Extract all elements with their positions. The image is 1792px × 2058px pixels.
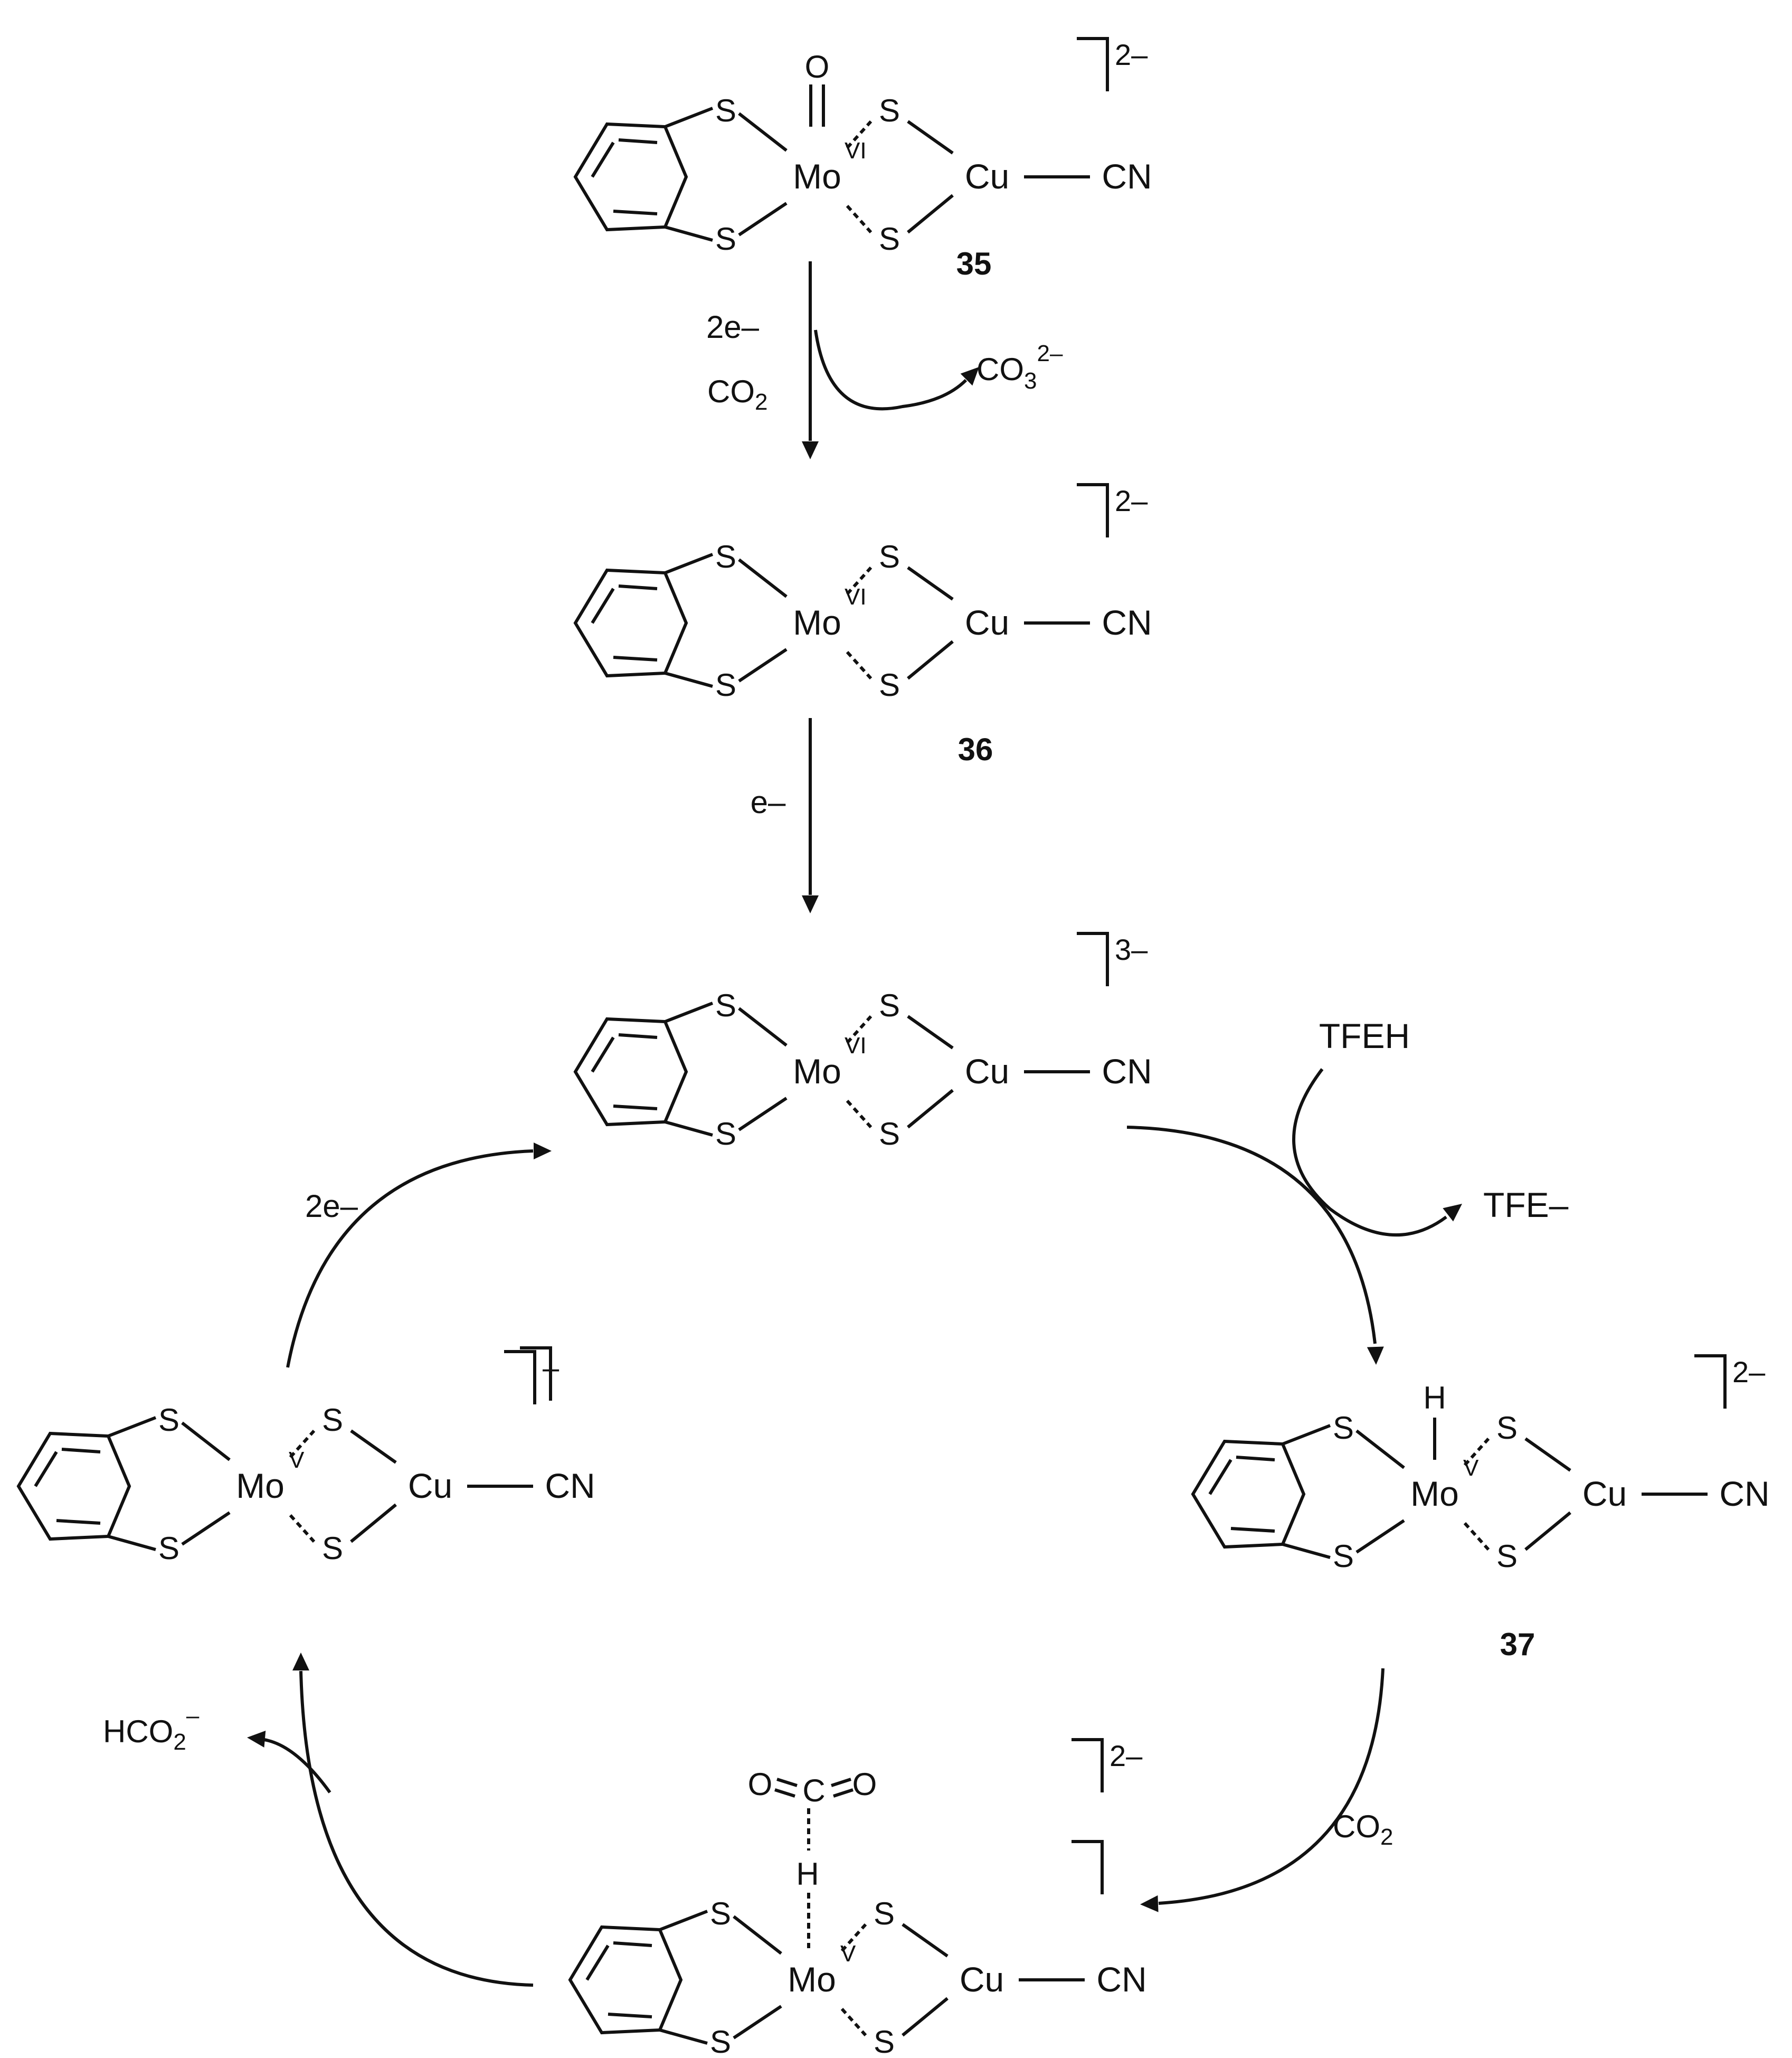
cyanide-ligand: CN xyxy=(1102,603,1152,642)
bridging-sulfur: S xyxy=(879,539,900,574)
cyanide-ligand: CN xyxy=(1096,1960,1146,1999)
copper-atom: Cu xyxy=(965,157,1009,196)
compound-35: S S Mo VI S S Cu CN O 2– xyxy=(575,38,1152,257)
molybdenum-atom: Mo xyxy=(793,157,841,196)
cycle-arrow-to-bottom xyxy=(1158,1668,1385,1905)
cyanide-ligand: CN xyxy=(1102,157,1152,196)
sulfur-atom: S xyxy=(710,1896,731,1931)
bridging-sulfur: S xyxy=(879,93,900,128)
sulfur-atom: S xyxy=(1333,1410,1354,1446)
molybdenum-atom: Mo xyxy=(793,603,841,642)
reagent-co2: CO2 xyxy=(707,374,767,415)
charge-label: 3– xyxy=(1115,933,1148,966)
bridging-sulfur: S xyxy=(879,221,900,257)
compound-monoanion: S S Mo V S S Cu CN xyxy=(18,1348,595,1566)
sulfur-atom: S xyxy=(715,667,736,703)
bridging-sulfur: S xyxy=(879,667,900,703)
sulfur-atom: S xyxy=(715,539,736,574)
compound-37: S S Mo V S S Cu CN H 2– xyxy=(1193,1355,1770,1574)
electron-label: e– xyxy=(751,785,786,820)
co2-oxygen-left: O xyxy=(748,1767,773,1802)
oxidation-state: VI xyxy=(845,584,867,610)
formate-byproduct: HCO2– xyxy=(103,1703,200,1755)
compound-number-36: 36 xyxy=(958,732,993,767)
curved-byproduct-arrow xyxy=(814,329,968,411)
charge-label: 2– xyxy=(1115,38,1148,71)
co-double-bond xyxy=(831,1778,851,1787)
cycle-arrowhead xyxy=(1367,1346,1385,1365)
cycle-arrow-to-top xyxy=(286,1149,534,1368)
bridging-sulfur: S xyxy=(322,1531,343,1566)
bridging-sulfur: S xyxy=(1496,1538,1518,1574)
molybdenum-atom: Mo xyxy=(788,1960,836,1999)
sulfur-atom: S xyxy=(1333,1538,1354,1574)
tfeh-reagent: TFEH xyxy=(1319,1016,1410,1055)
co2-carbon: C xyxy=(802,1773,825,1808)
co2-oxygen-right: O xyxy=(852,1767,877,1802)
molybdenum-atom: Mo xyxy=(793,1052,841,1091)
cycle-arrowhead xyxy=(292,1653,309,1670)
charge-bracket xyxy=(504,1350,536,1404)
cycle-electrons-label: 2e– xyxy=(305,1188,358,1224)
copper-atom: Cu xyxy=(408,1466,452,1505)
reaction-arrowhead xyxy=(802,441,819,459)
sulfur-atom: S xyxy=(158,1531,179,1566)
oxidation-state: V xyxy=(1463,1455,1479,1481)
cycle-arrow-to-37 xyxy=(1126,1126,1377,1344)
co2-reagent: CO2 xyxy=(1333,1809,1393,1850)
bridging-sulfur: S xyxy=(1496,1410,1518,1446)
compound-number-37: 37 xyxy=(1500,1627,1535,1662)
tfeh-curved-arrow xyxy=(1292,1068,1447,1237)
charge-label: 2– xyxy=(1732,1355,1766,1389)
sulfur-atom: S xyxy=(715,93,736,128)
molybdenum-atom: Mo xyxy=(1410,1474,1459,1513)
formate-arrowhead xyxy=(246,1729,266,1748)
sulfur-atom: S xyxy=(715,1116,736,1151)
compound-trianion: S S Mo VI S S Cu CN 3– xyxy=(575,933,1152,1151)
copper-atom: Cu xyxy=(965,1052,1009,1091)
cycle-arrowhead xyxy=(1140,1895,1159,1913)
formate-curved-arrow xyxy=(263,1738,331,1793)
carbonate-byproduct: CO32– xyxy=(976,341,1063,394)
compound-number-35: 35 xyxy=(956,246,992,281)
copper-atom: Cu xyxy=(960,1960,1004,1999)
oxidation-state: V xyxy=(289,1447,305,1473)
co-double-bond xyxy=(833,1788,854,1798)
charge-label: 2– xyxy=(1115,484,1148,517)
sulfur-atom: S xyxy=(715,221,736,257)
copper-atom: Cu xyxy=(965,603,1009,642)
bridging-sulfur: S xyxy=(874,2024,895,2058)
sulfur-atom: S xyxy=(715,988,736,1023)
cyanide-ligand: CN xyxy=(1719,1474,1769,1513)
bridging-sulfur: S xyxy=(874,1896,895,1931)
compound-co2-adduct: S S Mo V S S Cu CN 2– xyxy=(570,1739,1147,2058)
bridging-sulfur: S xyxy=(879,988,900,1023)
cyanide-ligand: CN xyxy=(545,1466,595,1505)
co-double-bond xyxy=(776,1778,798,1787)
charge-label: – xyxy=(543,1351,560,1384)
oxidation-state: VI xyxy=(845,138,867,164)
cycle-arrowhead xyxy=(534,1143,552,1159)
electrons-label: 2e– xyxy=(706,309,760,345)
bridging-sulfur: S xyxy=(879,1116,900,1151)
charge-label: 2– xyxy=(1110,1739,1143,1772)
sulfur-atom: S xyxy=(158,1402,179,1438)
compound-36: S S Mo VI S S Cu CN 2– xyxy=(575,484,1152,703)
oxidation-state: VI xyxy=(845,1033,867,1059)
cycle-arrow-to-left xyxy=(299,1670,534,1987)
reaction-arrowhead xyxy=(802,895,819,913)
copper-atom: Cu xyxy=(1582,1474,1627,1513)
tfe-anion-byproduct: TFE– xyxy=(1483,1185,1569,1224)
cyanide-ligand: CN xyxy=(1102,1052,1152,1091)
charge-bracket xyxy=(1072,1738,1104,1792)
oxidation-state: V xyxy=(840,1941,856,1967)
sulfur-atom: S xyxy=(710,2024,731,2058)
co-double-bond xyxy=(774,1788,795,1798)
molybdenum-atom: Mo xyxy=(236,1466,285,1505)
bridging-sulfur: S xyxy=(322,1402,343,1438)
hydride-atom: H xyxy=(796,1856,819,1892)
hydride-atom: H xyxy=(1423,1380,1446,1415)
oxo-oxygen: O xyxy=(805,49,830,84)
